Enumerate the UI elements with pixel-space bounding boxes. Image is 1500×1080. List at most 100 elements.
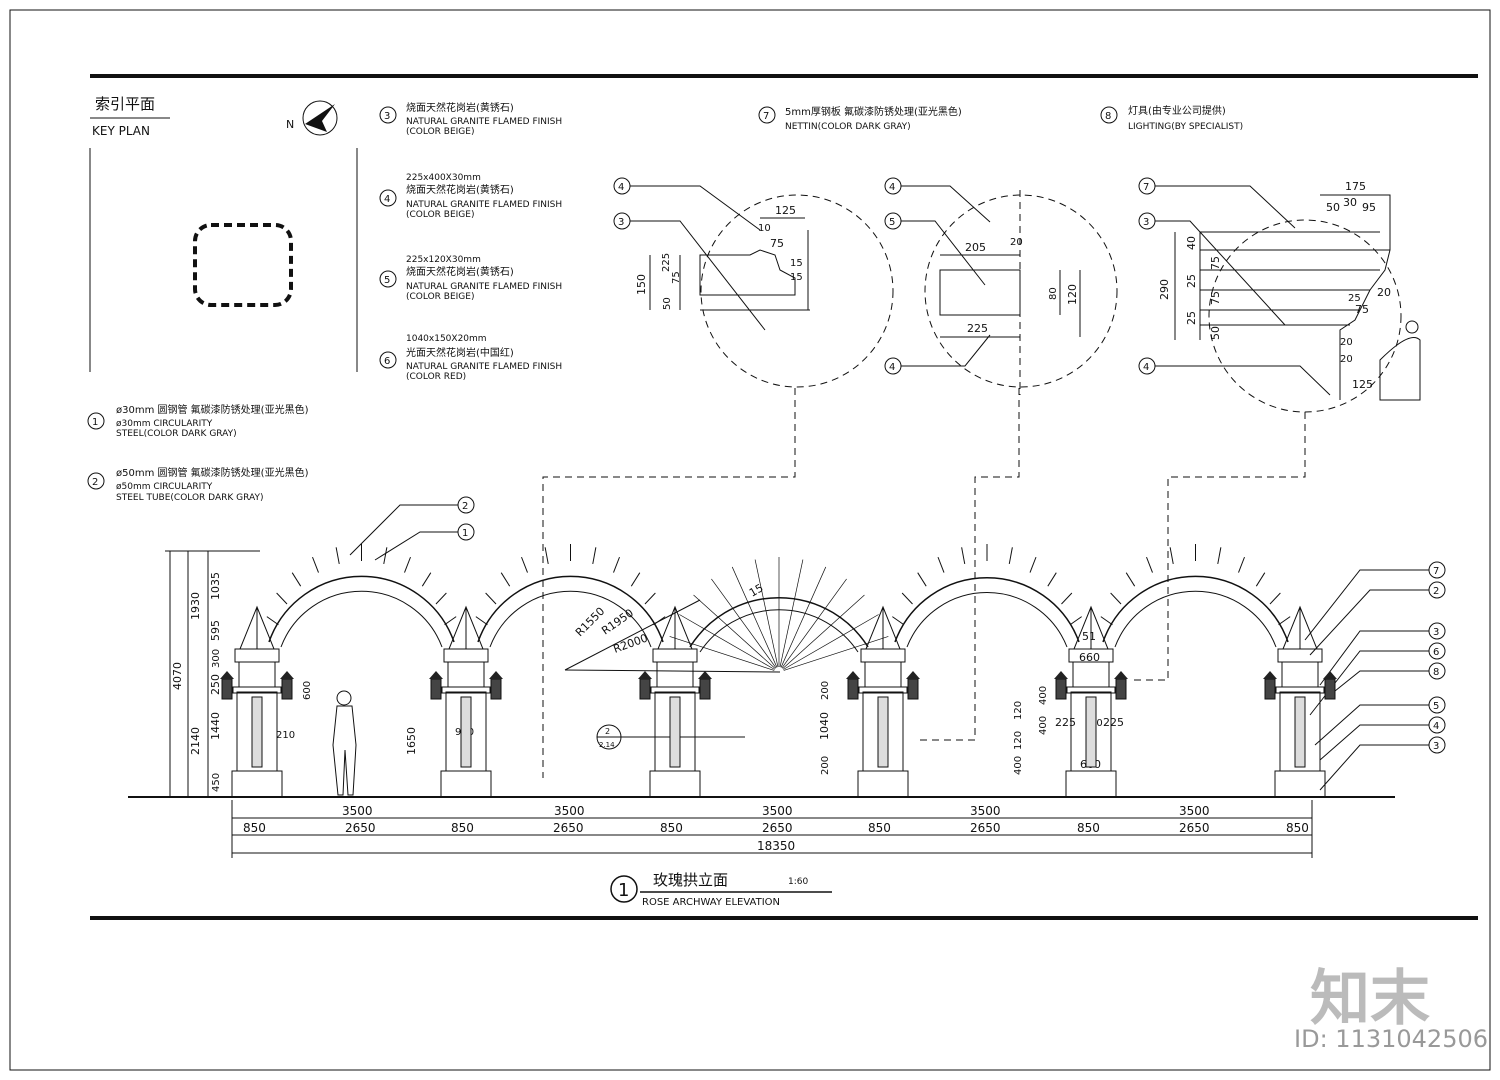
svg-text:595: 595 [209,620,222,641]
svg-text:ø50mm CIRCULARITY: ø50mm CIRCULARITY [116,482,213,492]
svg-text:290: 290 [1158,279,1171,300]
svg-text:2650: 2650 [762,821,793,835]
svg-text:600: 600 [302,681,313,700]
svg-text:51: 51 [1082,630,1096,643]
svg-text:150: 150 [635,274,648,295]
svg-text:25: 25 [1185,274,1198,288]
svg-text:225: 225 [967,322,988,335]
column-inlay [251,696,263,768]
svg-text:225: 225 [1055,716,1076,729]
svg-text:2: 2 [1433,586,1439,597]
svg-text:NATURAL GRANITE FLAMED FINISH: NATURAL GRANITE FLAMED FINISH [406,282,562,292]
arch-slat [544,547,549,565]
elevation-title-en: ROSE ARCHWAY ELEVATION [642,897,780,908]
key-plan-outline [193,223,293,307]
legend-3-cn: 烧面天然花岗岩(黄锈石) [406,101,514,114]
legend: 3 烧面天然花岗岩(黄锈石) NATURAL GRANITE FLAMED FI… [87,101,562,503]
svg-text:50: 50 [662,297,673,310]
svg-text:NATURAL GRANITE FLAMED FINISH: NATURAL GRANITE FLAMED FINISH [406,117,562,127]
svg-text:4: 4 [1433,721,1439,732]
lamp-icon [1115,678,1127,700]
svg-text:4: 4 [889,182,895,193]
column-base [649,770,701,798]
svg-text:1: 1 [92,417,98,428]
arch-slat [500,572,511,587]
svg-text:850: 850 [1286,821,1309,835]
arch-slat [1169,547,1174,565]
arch-slat [1278,616,1291,626]
rose-archway-elevation: 4070 1930 1035 595 300 250 2140 1440 450… [128,496,1446,908]
legend-4-cn: 烧面天然花岗岩(黄锈石) [406,183,514,196]
column-inlay [877,696,889,768]
arch-rib [781,578,847,669]
svg-text:NATURAL GRANITE FLAMED FINISH: NATURAL GRANITE FLAMED FINISH [406,362,562,372]
svg-text:8: 8 [1433,667,1439,678]
arch-outer [689,597,869,648]
svg-text:200: 200 [820,681,831,700]
svg-text:8: 8 [1105,111,1111,122]
top-notes: 7 5mm厚钢板 氟碳漆防锈处理(亚光黑色) NETTIN(COLOR DARK… [758,104,1243,132]
arch-slat [1146,556,1153,573]
column-base [1274,770,1326,798]
svg-text:75: 75 [770,237,784,250]
arch-slat [312,556,319,573]
arch-slat [521,556,528,573]
detail-3: 7 3 4 175 50 30 95 40 25 75 290 25 75 20… [1132,177,1421,681]
svg-text:STEEL(COLOR DARK GRAY): STEEL(COLOR DARK GRAY) [116,429,237,439]
svg-text:1930: 1930 [189,592,202,620]
column-base [440,770,492,798]
svg-text:15: 15 [790,272,803,283]
lamp-icon [1379,337,1421,401]
svg-text:1650: 1650 [405,727,418,755]
arch-slat [961,547,966,565]
sheet-frame [9,9,1491,1071]
svg-text:20: 20 [1340,337,1353,348]
svg-text:5: 5 [1433,701,1439,712]
arch-slat [404,556,411,573]
svg-text:R1950: R1950 [599,606,636,637]
note-8-cn: 灯具(由专业公司提供) [1128,104,1226,117]
svg-text:3: 3 [618,217,624,228]
svg-text:225: 225 [1103,716,1124,729]
arch-slat [630,572,641,587]
svg-text:1440: 1440 [209,712,222,740]
svg-text:6: 6 [1433,647,1439,658]
key-plan-title-en: KEY PLAN [92,124,150,138]
svg-text:225: 225 [661,253,672,272]
key-plan-title-cn: 索引平面 [95,95,155,113]
arch-slat [901,592,913,605]
arch-slat [892,616,905,626]
svg-text:75: 75 [671,271,682,284]
svg-text:210: 210 [276,730,295,741]
column-inlay [460,696,472,768]
svg-text:(COLOR BEIGE): (COLOR BEIGE) [406,292,474,302]
svg-text:3500: 3500 [1179,804,1210,818]
svg-text:25: 25 [1348,293,1361,304]
svg-text:3500: 3500 [970,804,1001,818]
svg-text:20: 20 [1010,237,1023,248]
arch-slat [1110,592,1122,605]
svg-text:NATURAL GRANITE FLAMED FINISH: NATURAL GRANITE FLAMED FINISH [406,200,562,210]
arch-slat [917,572,927,587]
svg-text:6: 6 [384,356,390,367]
watermark-id: ID: 1131042506 [1294,1025,1488,1053]
svg-text:10: 10 [758,223,771,234]
arch-slat [1061,592,1073,605]
svg-text:(COLOR BEIGE): (COLOR BEIGE) [406,127,474,137]
svg-text:ø30mm CIRCULARITY: ø30mm CIRCULARITY [116,419,213,429]
svg-text:300: 300 [211,649,222,668]
arch-outer [477,575,664,643]
svg-text:660: 660 [1079,651,1100,664]
legend-6-cn: 光面天然花岗岩(中国红) [406,346,514,359]
svg-text:NETTIN(COLOR DARK GRAY): NETTIN(COLOR DARK GRAY) [785,122,911,132]
svg-text:2.14: 2.14 [599,741,615,749]
svg-text:1040: 1040 [818,712,831,740]
arch-outer [268,575,455,643]
svg-text:1: 1 [462,528,468,539]
human-figure [336,690,352,706]
svg-text:40: 40 [1185,236,1198,250]
lamp-icon [1055,678,1067,700]
svg-text:7: 7 [1143,182,1149,193]
svg-text:1:60: 1:60 [788,877,808,887]
lamp-icon [490,678,502,700]
